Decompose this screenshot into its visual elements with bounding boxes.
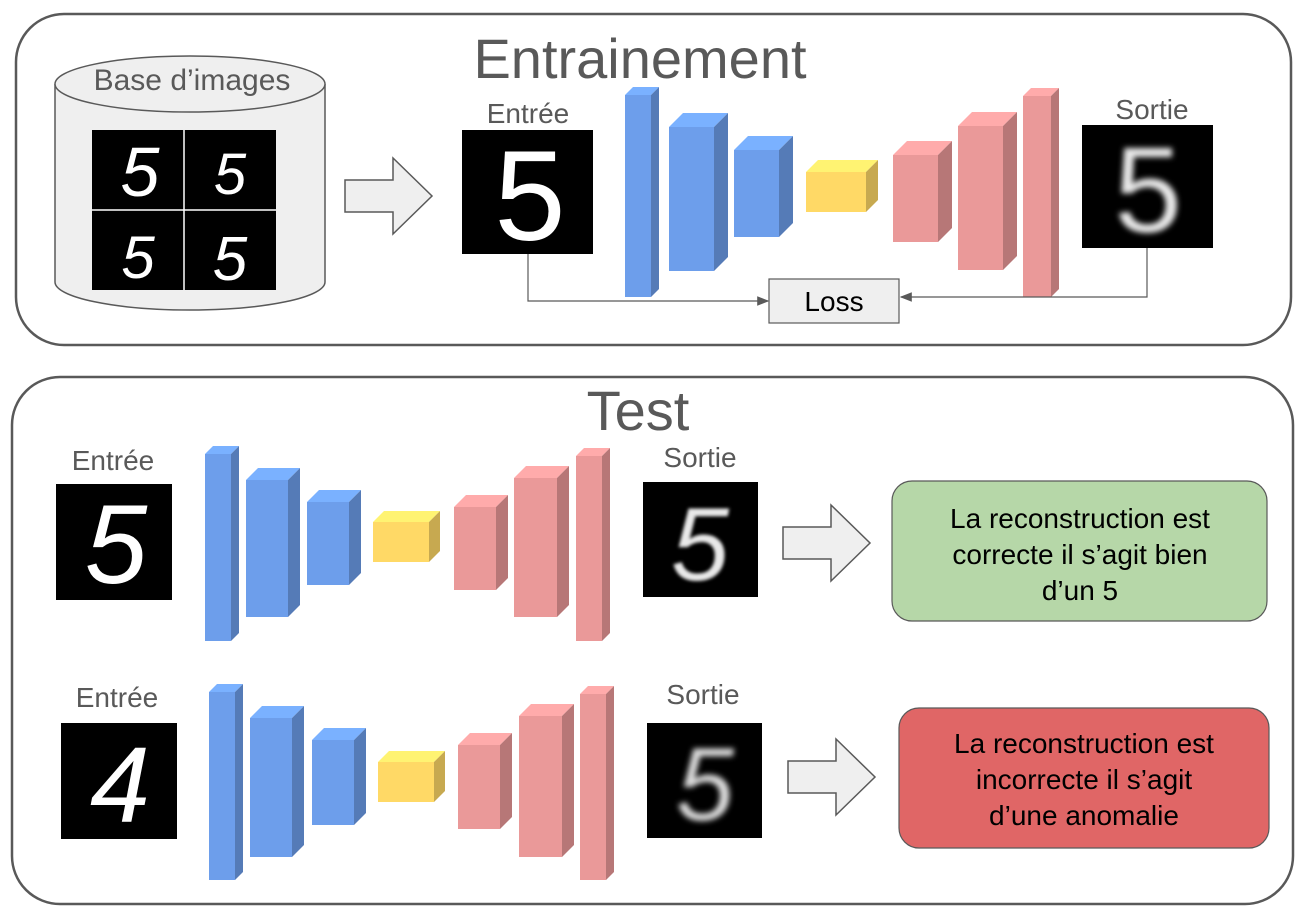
training-title: Entrainement <box>473 27 807 90</box>
case1-input-digit: 5 <box>85 482 148 607</box>
decoder-layer-5 <box>458 733 512 829</box>
test-title: Test <box>587 379 690 442</box>
result-correct-line-2: correcte il s’agit bien <box>952 539 1207 570</box>
encoder-layer-1 <box>209 684 243 880</box>
decoder-layer-7 <box>1023 88 1059 297</box>
result-anomaly-line-1: La reconstruction est <box>954 728 1214 759</box>
encoder-layer-1 <box>625 87 659 297</box>
image-database: Base d’images 5 5 5 5 <box>54 55 326 311</box>
decoder-layer-5 <box>893 141 952 242</box>
decoder-layer-6 <box>519 704 574 857</box>
test-case-correct: Entrée 5 Sortie 5 La reconstruction est … <box>56 442 1268 641</box>
result-anomaly-line-3: d’une anomalie <box>989 800 1179 831</box>
loss-connector-left <box>527 254 770 306</box>
case2-network <box>209 684 614 880</box>
case1-output-label: Sortie <box>663 442 736 473</box>
bottleneck-layer-4 <box>806 160 878 212</box>
decoder-layer-7 <box>580 686 614 880</box>
result-correct-line-1: La reconstruction est <box>950 503 1210 534</box>
encoder-layer-2 <box>250 706 304 857</box>
database-digit-4: 5 <box>213 225 248 294</box>
case2-input-label: Entrée <box>76 682 159 713</box>
loss-label: Loss <box>804 286 863 317</box>
result-correct-line-3: d’un 5 <box>1042 575 1118 606</box>
training-input-digit: 5 <box>494 125 565 268</box>
case1-output-digit: 5 <box>671 487 730 603</box>
training-input-image <box>462 130 593 254</box>
case2-output-label: Sortie <box>666 679 739 710</box>
bottleneck-layer-4 <box>378 751 445 802</box>
test-panel: Test Entrée 5 Sortie 5 La reconstruction… <box>10 375 1295 906</box>
bottleneck-layer-4 <box>373 511 440 562</box>
case1-input-label: Entrée <box>72 445 155 476</box>
loss-connector-right <box>899 248 1148 302</box>
decoder-layer-6 <box>958 112 1017 270</box>
encoder-layer-2 <box>246 468 300 617</box>
case1-output-image <box>643 482 758 597</box>
training-network <box>625 87 1059 297</box>
result-anomaly-line-2: incorrecte il s’agit <box>976 764 1193 795</box>
test-frame <box>10 375 1295 906</box>
training-input-label: Entrée <box>487 98 570 129</box>
result-anomaly-box <box>898 707 1270 849</box>
case1-input-image <box>56 484 172 600</box>
database-label: Base d’images <box>94 64 291 97</box>
training-frame <box>14 12 1293 347</box>
block-arrow-icon <box>787 737 877 817</box>
training-output-digit: 5 <box>1114 122 1182 258</box>
encoder-layer-1 <box>205 446 239 641</box>
loss-box <box>768 278 900 324</box>
decoder-layer-7 <box>576 448 610 641</box>
encoder-layer-3 <box>312 728 366 825</box>
database-digit-1: 5 <box>121 133 161 211</box>
case2-input-image <box>61 723 177 839</box>
case1-network <box>205 446 610 641</box>
database-digit-2: 5 <box>214 142 247 207</box>
encoder-layer-2 <box>669 113 728 271</box>
decoder-layer-6 <box>514 466 569 617</box>
result-correct-box <box>891 480 1268 622</box>
test-case-anomaly: Entrée 4 Sortie 5 La reconstruction est … <box>61 679 1270 880</box>
block-arrow-icon <box>782 503 872 583</box>
cylinder-top <box>54 55 326 113</box>
case2-input-digit: 4 <box>90 724 150 845</box>
case2-output-image <box>647 723 762 838</box>
decoder-layer-5 <box>454 495 508 590</box>
block-arrow-icon <box>344 156 434 236</box>
training-output-label: Sortie <box>1115 94 1188 125</box>
encoder-layer-3 <box>734 136 793 237</box>
encoder-layer-3 <box>307 490 361 585</box>
case2-output-digit: 5 <box>676 727 735 843</box>
training-output-image <box>1082 125 1213 248</box>
training-panel: Entrainement Base d’images 5 5 5 5 Entré… <box>14 12 1293 347</box>
database-digit-3: 5 <box>121 224 155 291</box>
